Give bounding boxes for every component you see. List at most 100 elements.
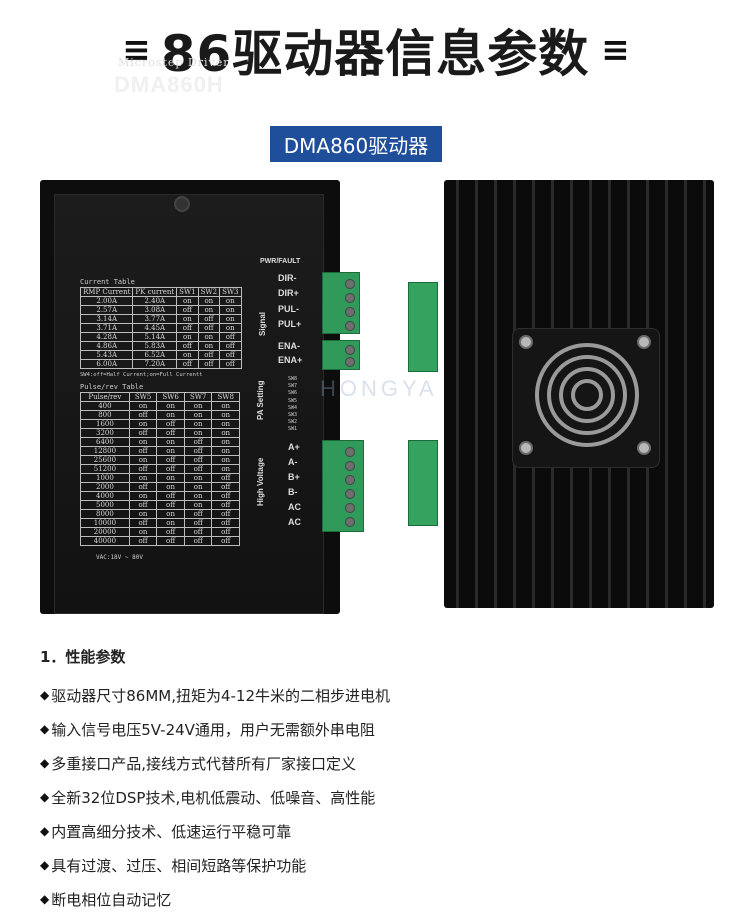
switch-label: SW3 [288,412,298,418]
switch-label: SW6 [288,390,298,397]
table-cell: on [211,428,240,438]
spec-section-title: 1．性能参数 [40,648,126,666]
table-cell: off [176,323,199,333]
table-cell: 3.14A [79,314,134,324]
watermark: HONGYA [320,376,438,401]
spec-item-text: 内置高细分技术、低速运行平稳可靠 [51,822,292,841]
signal-pin-label: DIR+ [278,288,299,298]
table-cell: 4.45A [132,323,178,333]
table-cell: off [183,464,213,474]
table-cell: off [156,455,185,465]
table-cell: 1600 [80,419,130,429]
spec-item-text: 输入信号电压5V-24V通用，用户无需额外串电阻 [51,720,375,739]
switch-label: SW7 [288,383,298,390]
table-cell: on [183,491,213,501]
spec-item: ◆内置高细分技术、低速运行平稳可靠 [40,814,720,848]
table-cell: on [183,428,213,438]
table-cell: 5.83A [132,341,178,351]
table-cell: on [183,473,213,483]
table-cell: on [128,509,158,519]
table-cell: off [128,482,158,492]
heatsink-fin [703,180,706,608]
table-cell: off [128,446,158,456]
signal-pin-label: DIR- [278,273,297,283]
enable-terminal-block [322,340,360,370]
back-power-terminal [408,440,438,526]
table-cell: off [219,341,242,351]
switch-label: SW8 [288,376,298,382]
hv-pin-label: AC [288,502,301,512]
table-cell: 4000 [80,491,130,501]
table-cell: off [211,527,240,537]
table-cell: off [183,437,213,447]
table-cell: on [197,332,221,342]
table-cell: on [183,482,213,492]
table-cell: on [156,473,185,483]
table-cell: 2.57A [79,305,134,315]
diamond-bullet-icon: ◆ [40,688,50,702]
table-cell: off [219,359,242,369]
table-cell: off [219,332,242,342]
table-cell: 3.77A [132,314,178,324]
screw-icon [174,196,190,212]
table-cell: on [183,410,213,420]
table-cell: 3.08A [132,305,178,315]
table-cell: on [211,455,240,465]
hv-pin-label: A- [288,457,298,467]
power-terminal-block [322,440,364,532]
table-cell: 3200 [80,428,130,438]
spec-list: ◆驱动器尺寸86MM,扭矩为4-12牛米的二相步进电机◆输入信号电压5V-24V… [40,678,720,916]
table-cell: on [128,419,158,429]
panel-subtitle: Microstep Driver [118,56,230,69]
table-cell: on [156,410,185,420]
table-cell: 4.28A [79,332,134,342]
table-cell: off [211,518,240,528]
table-cell: on [156,518,185,528]
driver-back-photo [444,180,714,608]
table-cell: off [211,500,240,510]
table-cell: off [156,491,185,501]
switch-label: SW1 [288,426,298,433]
table-cell: 25600 [80,455,130,465]
signal-pin-label: PUL+ [278,319,302,329]
table-cell: on [197,296,221,306]
table-cell: on [219,305,242,315]
diamond-bullet-icon: ◆ [40,756,50,770]
table-cell: off [211,473,240,483]
table-cell: on [211,464,240,474]
current-table-header-cell: PK current [132,287,178,297]
table-cell: off [128,500,158,510]
table-cell: off [183,536,213,546]
table-cell: 400 [80,401,130,411]
table-cell: on [156,401,185,411]
spec-item: ◆多重接口产品,接线方式代替所有厂家接口定义 [40,746,720,780]
spec-item-text: 全新32位DSP技术,电机低震动、低噪音、高性能 [51,788,376,807]
table-cell: on [197,305,221,315]
table-cell: off [183,509,213,519]
table-cell: on [156,446,185,456]
table-cell: off [197,359,221,369]
heatsink-fin [494,180,497,608]
title-deco-right: ≡ [601,30,629,70]
table-cell: 800 [80,410,130,420]
table-cell: 5.43A [79,350,134,360]
signal-pin-label: PUL- [278,304,299,314]
table-cell: 6.52A [132,350,178,360]
table-cell: 5000 [80,500,130,510]
switch-label: SW2 [288,419,298,426]
table-cell: on [219,323,242,333]
table-cell: off [128,410,158,420]
table-cell: off [197,323,221,333]
table-cell: 1000 [80,473,130,483]
